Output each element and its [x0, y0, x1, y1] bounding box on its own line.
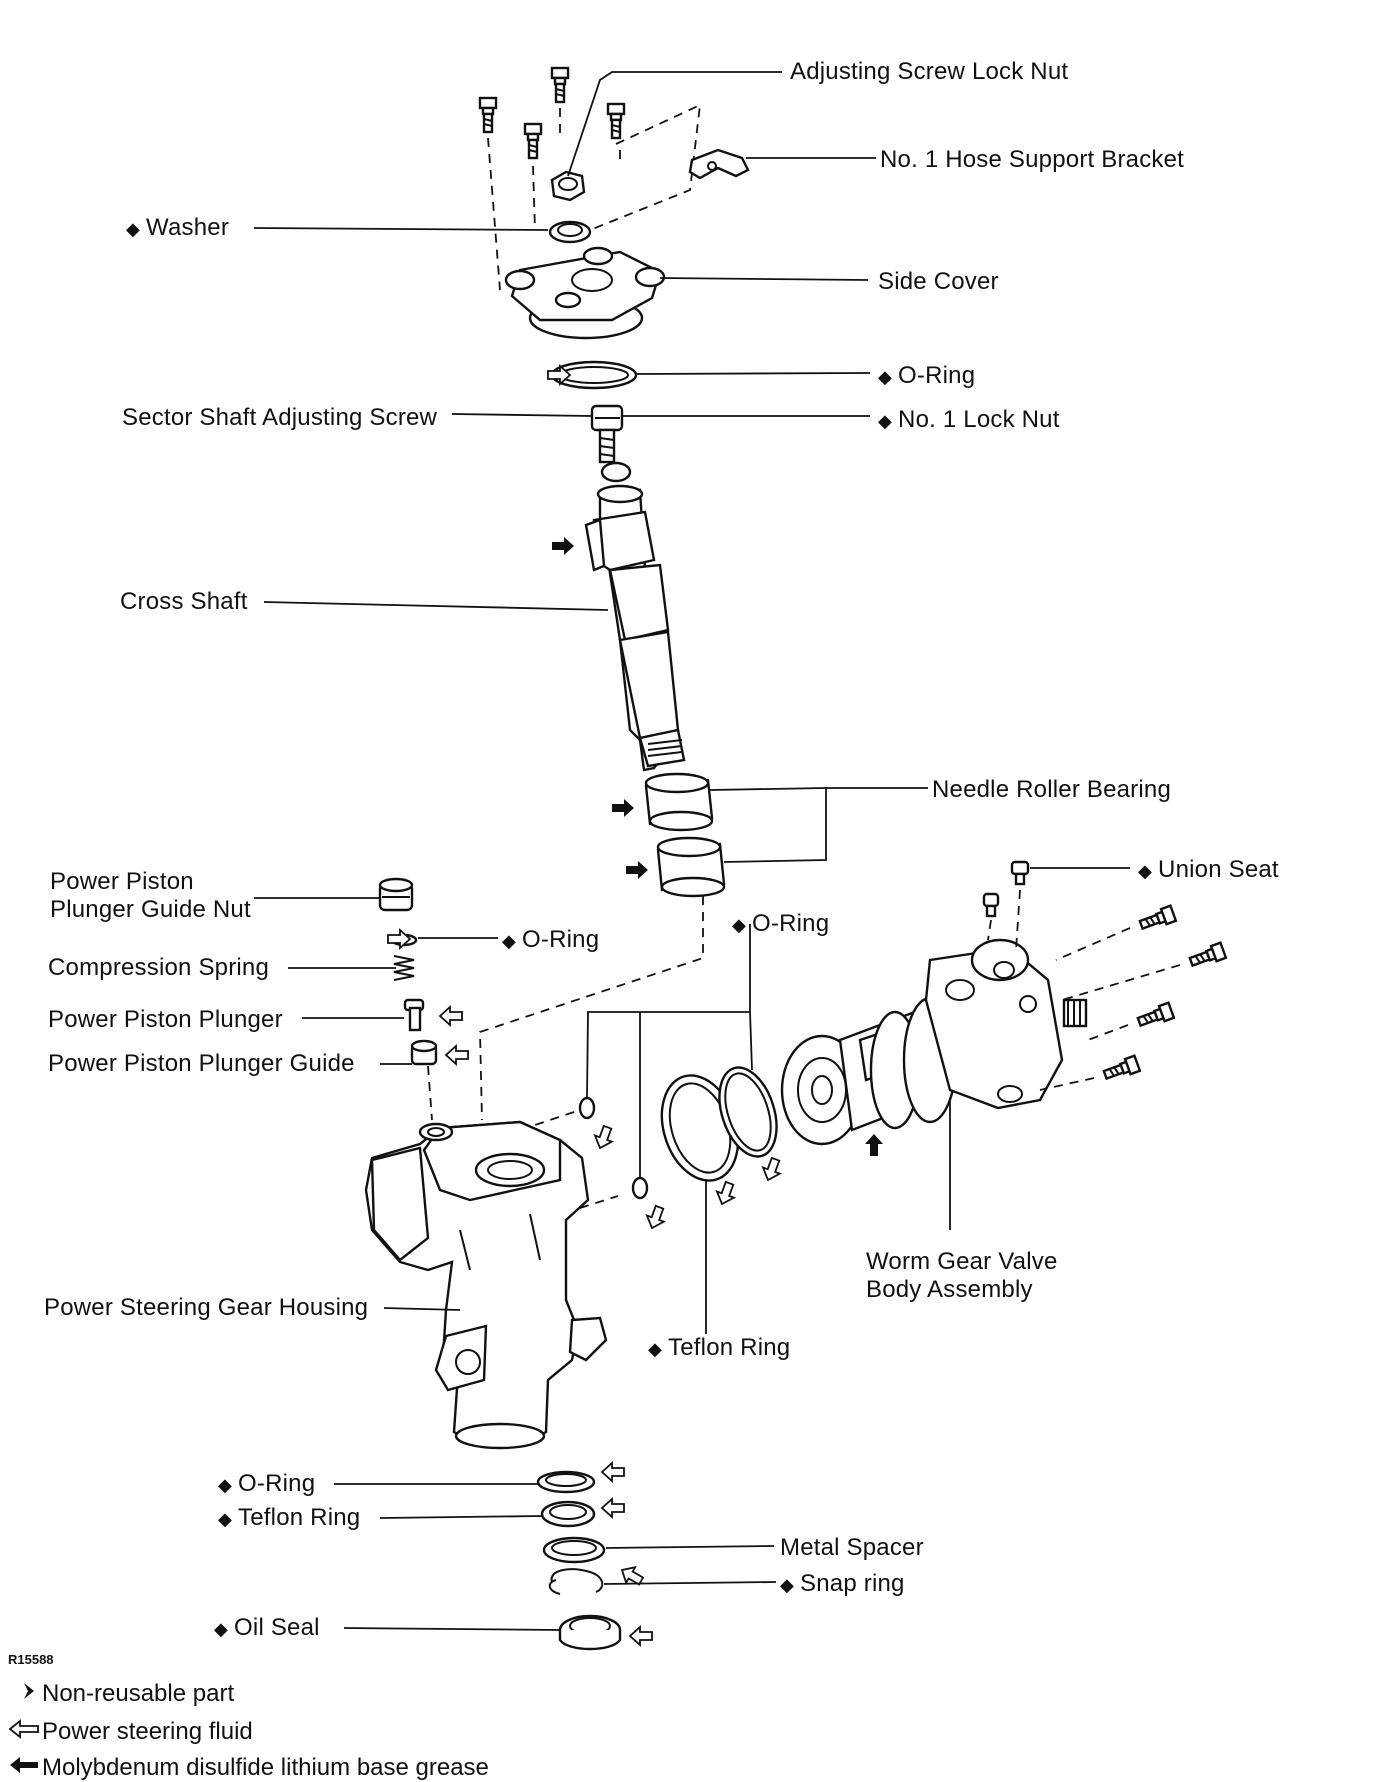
- label-worm-gear-valve-line1: Worm Gear Valve: [866, 1248, 1058, 1275]
- valve-o-ring-small: [578, 1096, 596, 1120]
- diamond-icon: [8, 1680, 42, 1708]
- needle-roller-bearing-lower: [656, 836, 726, 898]
- union-seat-part: [982, 892, 1000, 918]
- label-power-piston-plunger-guide: Power Piston Plunger Guide: [48, 1050, 355, 1077]
- oil-seal-part: [558, 1614, 622, 1651]
- label-power-piston-plunger: Power Piston Plunger: [48, 1006, 283, 1033]
- diamond-icon: ◆: [218, 1475, 233, 1495]
- legend-grease: Molybdenum disulfide lithium base grease: [8, 1754, 489, 1782]
- lock-nut-part: [590, 404, 624, 432]
- valve-body-bolt: [1137, 904, 1178, 934]
- hose-support-bracket: [688, 148, 750, 180]
- worm-gear-valve-body-part: [780, 938, 1088, 1146]
- diamond-icon: ◆: [780, 1575, 795, 1595]
- label-hose-support-bracket: No. 1 Hose Support Bracket: [880, 146, 1185, 173]
- label-oil-seal: ◆Oil Seal: [214, 1614, 320, 1641]
- bottom-teflon-ring-part: [540, 1500, 596, 1528]
- adjusting-screw-lock-nut: [550, 170, 586, 202]
- label-snap-ring: ◆Snap ring: [780, 1570, 905, 1597]
- label-union-seat: ◆Union Seat: [1138, 856, 1279, 883]
- label-plunger-guide-nut-line2: Plunger Guide Nut: [50, 896, 251, 923]
- label-washer: ◆Washer: [126, 214, 230, 241]
- label-needle-roller-bearing: Needle Roller Bearing: [932, 776, 1171, 803]
- valve-o-ring-small: [631, 1176, 649, 1200]
- side-cover-bolt: [523, 122, 543, 160]
- label-metal-spacer: Metal Spacer: [780, 1534, 924, 1561]
- fluid-arrow: [616, 1561, 647, 1590]
- diamond-icon: ◆: [126, 219, 141, 239]
- grease-arrow: [626, 861, 648, 879]
- union-seat-part: [1010, 860, 1030, 886]
- grease-arrow: [552, 537, 574, 555]
- diamond-icon: ◆: [502, 931, 517, 951]
- diamond-icon: ◆: [214, 1619, 229, 1639]
- fluid-arrow: [601, 1462, 625, 1482]
- label-o-ring-top: ◆O-Ring: [878, 362, 976, 389]
- fluid-arrow: [629, 1626, 653, 1646]
- fluid-arrow: [445, 1045, 469, 1065]
- grease-arrow: [865, 1134, 883, 1156]
- adjusting-screw-part: [598, 428, 632, 483]
- valve-o-ring-part: [718, 1066, 778, 1158]
- fluid-arrow: [712, 1179, 739, 1208]
- snap-ring-part: [548, 1568, 604, 1595]
- label-o-ring-guide: ◆O-Ring: [502, 926, 600, 953]
- power-piston-plunger-part: [403, 998, 425, 1032]
- needle-roller-bearing-upper: [644, 772, 714, 832]
- label-side-cover: Side Cover: [878, 268, 999, 295]
- fluid-arrow: [642, 1203, 669, 1232]
- metal-spacer-part: [542, 1536, 606, 1564]
- valve-body-bolt: [1101, 1054, 1142, 1084]
- label-adjusting-screw-lock-nut: Adjusting Screw Lock Nut: [790, 58, 1069, 85]
- label-plunger-guide-nut-line1: Power Piston: [50, 868, 194, 895]
- legend-fluid: Power steering fluid: [8, 1718, 253, 1746]
- side-cover-part: [504, 246, 666, 340]
- diamond-icon: ◆: [648, 1339, 663, 1359]
- fluid-arrow: [601, 1498, 625, 1518]
- label-compression-spring: Compression Spring: [48, 954, 270, 981]
- fluid-arrow: [758, 1155, 785, 1184]
- cross-shaft-part: [584, 484, 686, 772]
- label-lock-nut: ◆No. 1 Lock Nut: [878, 406, 1060, 433]
- label-sector-shaft-adjusting-screw: Sector Shaft Adjusting Screw: [122, 404, 438, 431]
- plunger-guide-part: [410, 1039, 438, 1066]
- diamond-icon: ◆: [1138, 861, 1153, 881]
- solid-arrow-icon: [8, 1754, 42, 1782]
- label-worm-gear-valve-line2: Body Assembly: [866, 1276, 1033, 1303]
- washer-part: [548, 220, 592, 244]
- side-cover-bolt: [550, 66, 570, 104]
- label-gear-housing: Power Steering Gear Housing: [44, 1294, 369, 1321]
- legend-non-reusable: Non-reusable part: [8, 1680, 234, 1708]
- grease-arrow: [612, 799, 634, 817]
- plunger-guide-nut-part: [378, 877, 414, 912]
- diamond-icon: ◆: [878, 411, 893, 431]
- compression-spring-part: [393, 955, 415, 981]
- gear-housing-part: [364, 1120, 608, 1450]
- figure-code: R15588: [8, 1652, 54, 1667]
- bottom-o-ring-part: [536, 1470, 596, 1494]
- label-o-ring-bottom: ◆O-Ring: [218, 1470, 316, 1497]
- valve-body-bolt: [1187, 941, 1228, 971]
- leader-lines: [253, 71, 1130, 1631]
- label-cross-shaft: Cross Shaft: [120, 588, 248, 615]
- label-o-ring-valve: ◆O-Ring: [732, 910, 830, 937]
- fluid-arrow: [439, 1006, 463, 1026]
- fluid-arrow: [590, 1123, 617, 1152]
- label-teflon-ring-bottom: ◆Teflon Ring: [218, 1504, 361, 1531]
- label-teflon-ring-mid: ◆Teflon Ring: [648, 1334, 791, 1361]
- diamond-icon: ◆: [878, 367, 893, 387]
- valve-body-bolt: [1135, 1001, 1176, 1031]
- hollow-arrow-icon: [8, 1718, 42, 1746]
- side-cover-bolt: [478, 96, 498, 134]
- diamond-icon: ◆: [732, 915, 747, 935]
- diamond-icon: ◆: [218, 1509, 233, 1529]
- side-cover-bolt: [606, 102, 626, 140]
